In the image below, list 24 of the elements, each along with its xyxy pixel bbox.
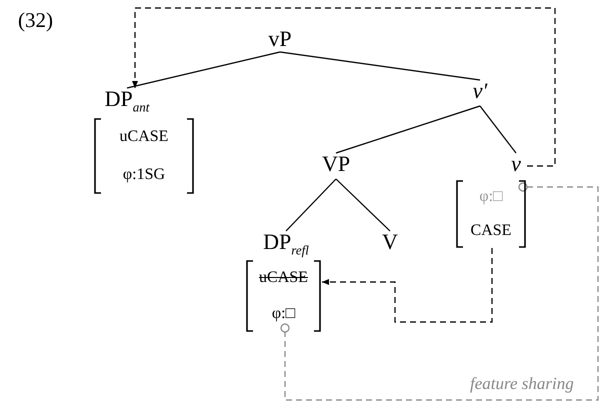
feature-value: φ:□ [479, 189, 503, 205]
tree-branch-line [126, 51, 280, 89]
example-number: (32) [18, 10, 53, 31]
arrow [322, 248, 493, 323]
feature-value: uCASE [259, 270, 308, 286]
tree-branch-line [280, 51, 480, 81]
node-label: DP$_{ant}$ [104, 88, 150, 114]
edge-label: feature sharing [470, 375, 574, 392]
node-label: V [382, 231, 398, 253]
tree-branch-line [336, 178, 390, 232]
node-label: VP [322, 153, 350, 175]
feature-value: CASE [470, 223, 512, 239]
node-label: vP [268, 28, 292, 50]
feature-value: uCASE [120, 129, 168, 145]
arrow [132, 7, 556, 167]
feature-value: φ:□ [272, 306, 296, 322]
tree-branch-line [286, 178, 336, 232]
node-label: v [511, 153, 521, 175]
node-label: DP$_{refl}$ [263, 231, 309, 256]
tree-branch-line [480, 106, 516, 154]
node-label: v′ [472, 80, 488, 102]
tree-branch-line [336, 105, 480, 154]
connector-line [280, 182, 599, 401]
feature-value: φ:1SG [122, 167, 166, 183]
